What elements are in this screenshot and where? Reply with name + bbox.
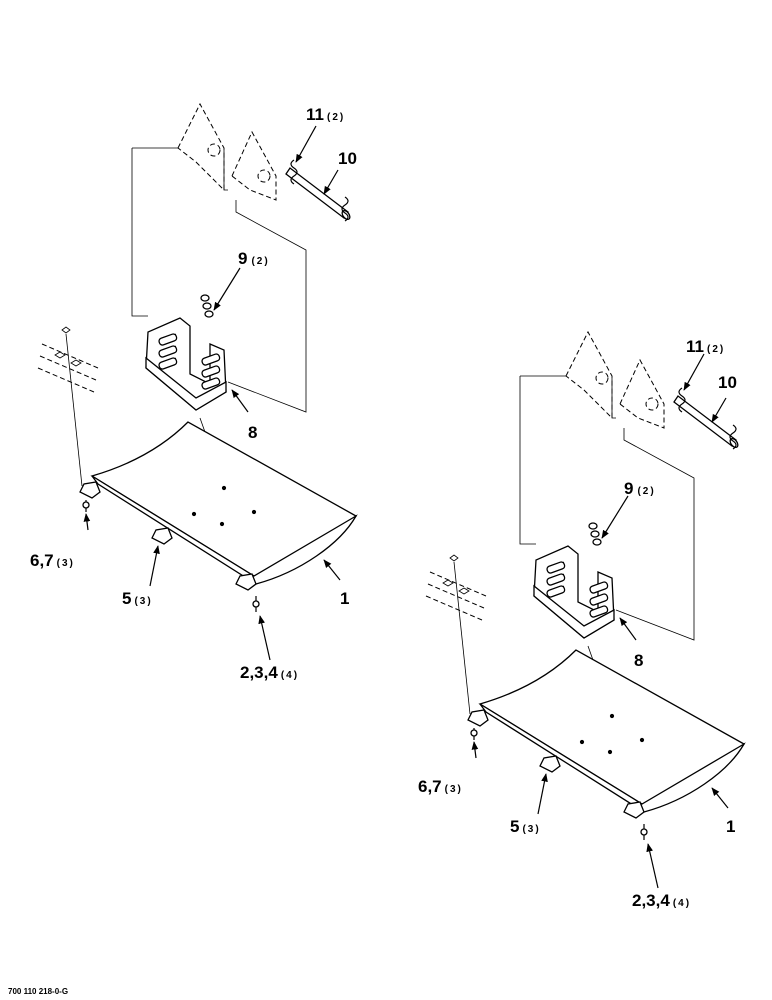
assembly-a <box>37 103 357 661</box>
callout-9: 9(2) <box>624 479 656 498</box>
callout-11: 11(2) <box>306 105 345 124</box>
callout-2-3-4: 2,3,4(4) <box>632 891 691 910</box>
assembly-b <box>425 331 745 889</box>
callout-5: 5(3) <box>510 817 541 836</box>
callout-8: 8 <box>634 651 643 670</box>
callout-2-3-4: 2,3,4(4) <box>240 663 299 682</box>
callout-11: 11(2) <box>686 337 725 356</box>
callout-1: 1 <box>726 817 735 836</box>
callout-9: 9(2) <box>238 249 270 268</box>
document-number: 700 110 218-0-G <box>8 987 68 996</box>
callouts-assembly-b: 11(2) 10 9(2) 8 6,7(3) 5(3) 1 2,3,4(4) <box>418 337 737 910</box>
callout-6-7: 6,7(3) <box>30 551 75 570</box>
callout-1: 1 <box>340 589 349 608</box>
callout-10: 10 <box>338 149 357 168</box>
callout-6-7: 6,7(3) <box>418 777 463 796</box>
callouts-assembly-a: 11(2) 10 9(2) 8 6,7(3) 5(3) 1 2,3,4(4) <box>30 105 357 682</box>
callout-8: 8 <box>248 423 257 442</box>
callout-10: 10 <box>718 373 737 392</box>
callout-5: 5(3) <box>122 589 153 608</box>
